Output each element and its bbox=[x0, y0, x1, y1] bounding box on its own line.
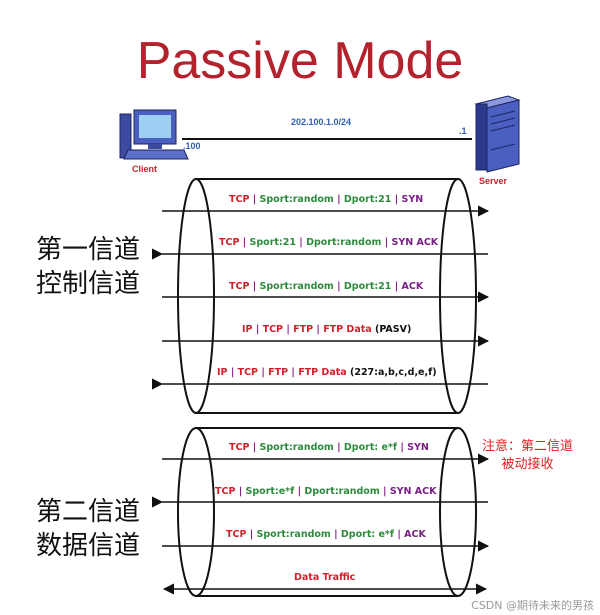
packet-label-syn-ack: TCP | Sport:21 | Dport:random | SYN ACK bbox=[219, 237, 439, 248]
passive-receive-note: 注意：第二信道 被动接收 bbox=[482, 439, 574, 472]
client-label: Client bbox=[132, 164, 158, 174]
control-channel-pipe bbox=[177, 178, 477, 414]
client-ip-label: .100 bbox=[183, 141, 201, 151]
packet-label-data-syn: TCP | Sport:random | Dport: e*f | SYN bbox=[229, 442, 429, 453]
subnet-label: 202.100.1.0/24 bbox=[291, 117, 352, 127]
packet-label-syn: TCP | Sport:random | Dport:21 | SYN bbox=[229, 194, 424, 205]
server-icon bbox=[474, 95, 521, 173]
data-channel-label: 第二信道 数据信道 bbox=[36, 497, 141, 561]
client-computer-icon bbox=[119, 109, 189, 160]
watermark: CSDN @期待未来的男孩 bbox=[471, 599, 594, 612]
server-label: Server bbox=[479, 176, 508, 186]
diagram-title: Passive Mode bbox=[136, 32, 464, 90]
server-ip-label: .1 bbox=[459, 126, 467, 136]
packet-label-data-ack: TCP | Sport:random | Dport: e*f | ACK bbox=[226, 529, 426, 540]
packet-label-pasv: IP | TCP | FTP | FTP Data (PASV) bbox=[242, 324, 412, 335]
packet-label-data-traffic: Data Traffic bbox=[294, 572, 356, 583]
packet-label-data-syn-ack: TCP | Sport:e*f | Dport:random | SYN ACK bbox=[215, 486, 437, 497]
packet-label-227: IP | TCP | FTP | FTP Data (227:a,b,c,d,e… bbox=[217, 367, 437, 378]
data-channel-pipe bbox=[177, 427, 477, 597]
control-channel-label: 第一信道 控制信道 bbox=[36, 235, 141, 299]
packet-label-ack: TCP | Sport:random | Dport:21 | ACK bbox=[229, 281, 424, 292]
